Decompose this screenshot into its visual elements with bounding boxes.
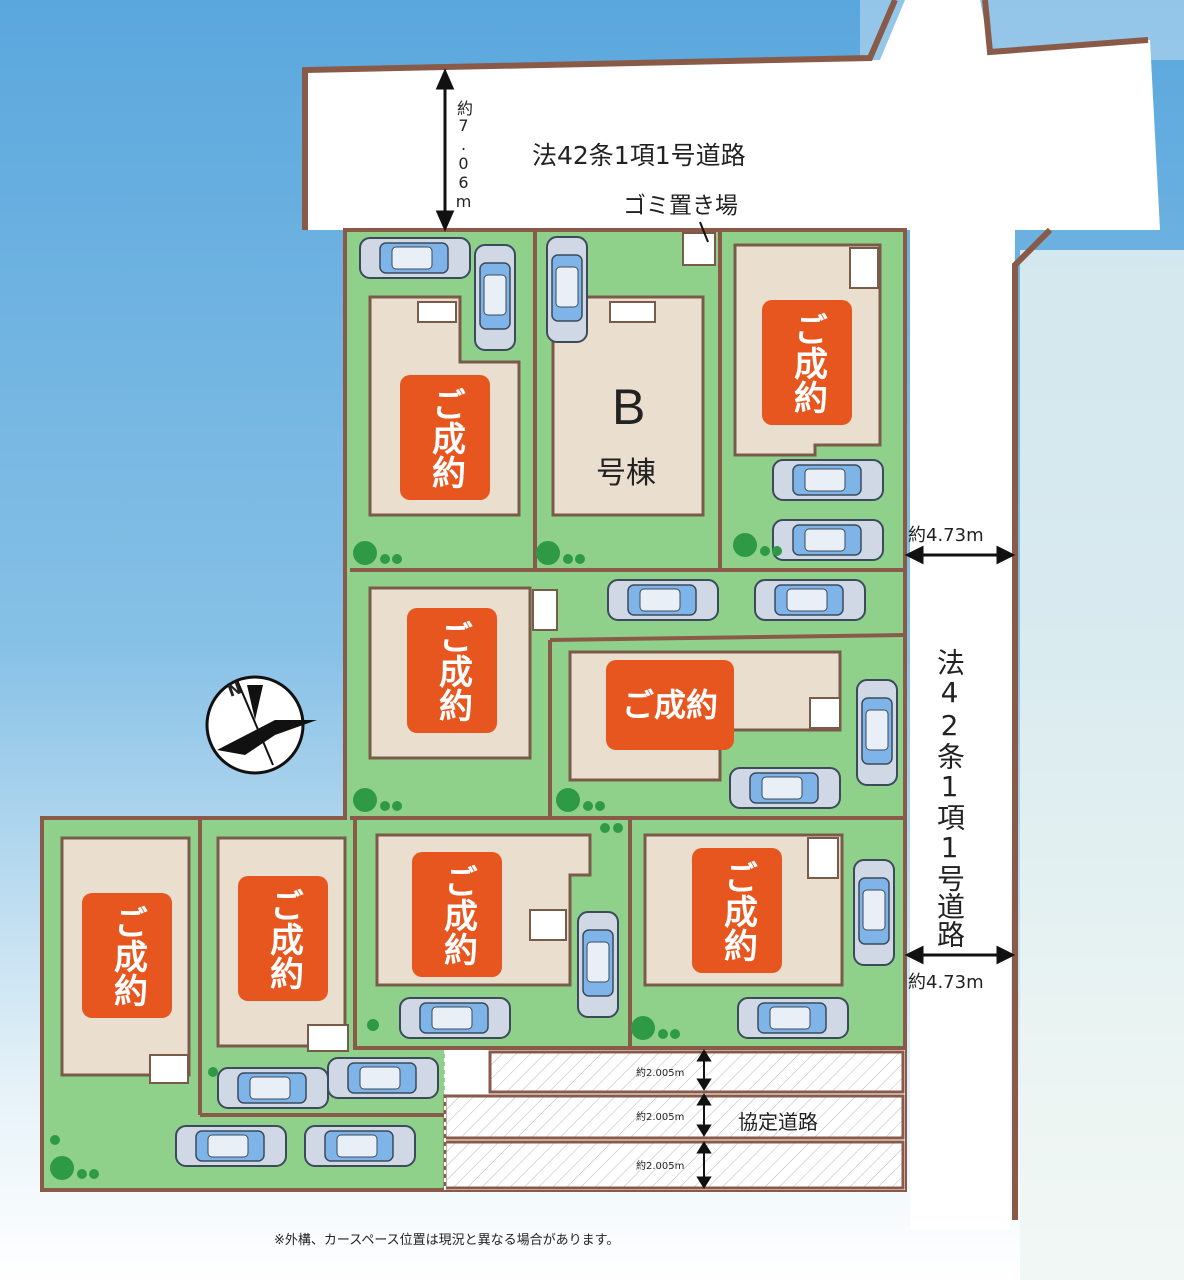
lot-boundaries [198,230,906,1117]
agreement-road-label: 協定道路 [738,1110,818,1134]
north-road [302,0,1160,1230]
east-road-label: 法42条1項1号道路 [933,648,966,948]
dimension-lines [435,68,1016,1189]
north-road-label: 法42条1項1号道路 [532,141,746,170]
east-road-width-upper: 約4.73m [908,525,984,546]
east-road-width-lower: 約4.73m [908,972,984,993]
lot-9-sold-badge: ご成約 [692,848,782,973]
lot-b-name: 号棟 [596,456,656,491]
agreement-lane-width-2: 約2.005m [636,1112,685,1123]
agreement-lane-width-3: 約2.005m [636,1161,685,1172]
lot-1-sold-badge: ご成約 [400,375,490,500]
north-road-width: 約7.06m [454,100,473,211]
agreement-lane-width-1: 約2.005m [636,1068,685,1079]
lot-7-sold-badge: ご成約 [238,876,328,1001]
lot-3-sold-badge: ご成約 [762,300,852,425]
shrubs [50,533,782,1180]
lot-6-sold-badge: ご成約 [82,893,172,1018]
lot-8-sold-badge: ご成約 [412,852,502,977]
footnote: ※外構、カースペース位置は現況と異なる場合があります。 [274,1233,620,1248]
agreement-road [443,1050,905,1190]
garbage-station-label: ゴミ置き場 [623,193,738,219]
lot-b-letter: B [612,379,646,435]
lot-5-sold-badge: ご成約 [606,660,734,750]
lot-4-sold-badge: ご成約 [407,608,497,733]
north-compass-icon [205,675,317,775]
